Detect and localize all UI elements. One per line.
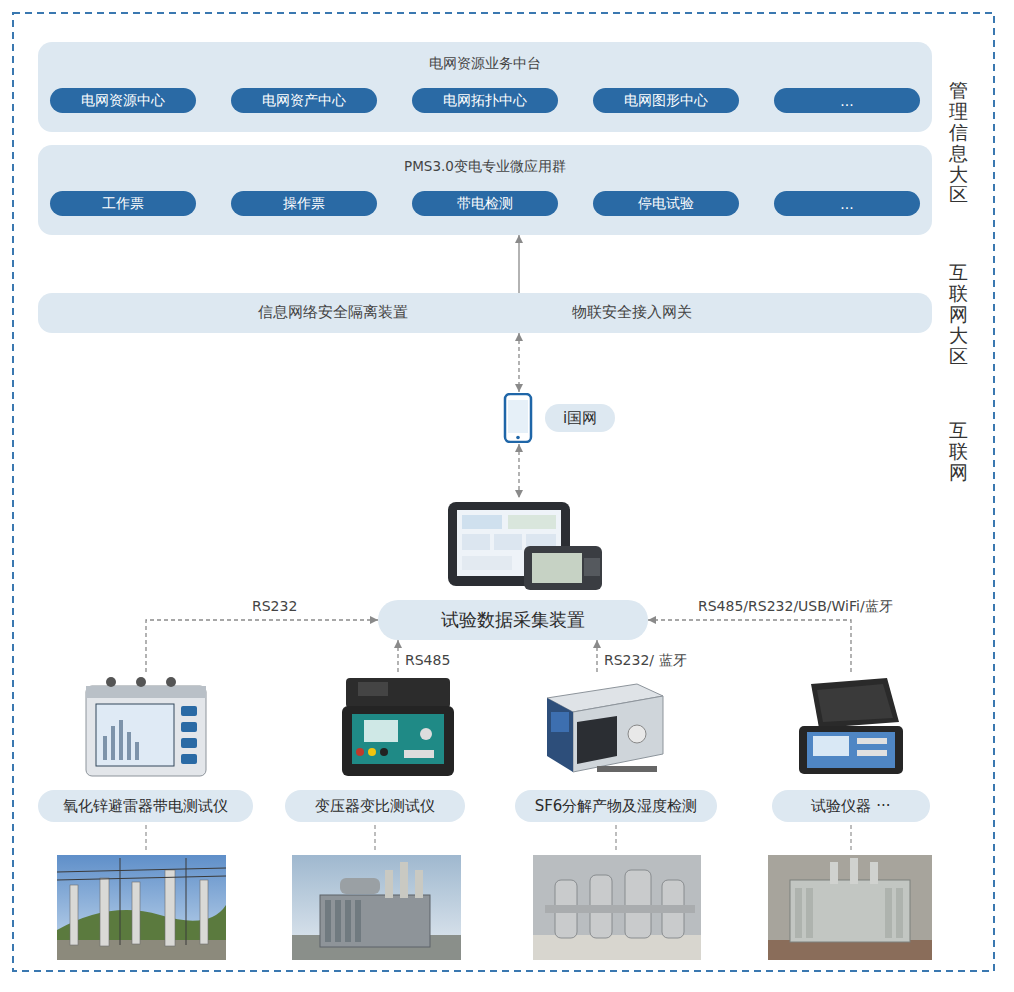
label-pill: 试验数据采集装置 [378,600,648,640]
node-label: 物联安全接入网关 [572,303,692,322]
zone-label: 互联网大区 [949,262,968,366]
label-pill: 氧化锌避雷器带电测试仪 [38,790,253,822]
label-pill: SF6分解产物及湿度检测 [515,790,717,822]
app-pill: 电网图形中心 [593,88,739,113]
node-label: 试验数据采集装置 [441,608,585,632]
node-label: 电网资源中心 [81,92,165,110]
node-label: i国网 [563,409,597,428]
connector [596,640,597,672]
node-label: ... [840,196,853,212]
edge-label: RS485 [405,652,450,668]
device-node: 试验数据采集装置 [378,498,648,640]
connector [518,235,519,293]
device-node: 氧化锌避雷器带电测试仪 [38,672,253,822]
app-pill: 电网资源中心 [50,88,196,113]
app-pill: ... [774,191,920,216]
app-pill: 电网拓扑中心 [412,88,558,113]
app-pill: 带电检测 [412,191,558,216]
label-pill: 试验仪器 ··· [772,790,930,822]
node-label: 变压器变比测试仪 [315,797,435,816]
indoor-transformer-photo [768,855,932,960]
outer-border [13,13,994,971]
edge-label: RS485/RS232/USB/WiFi/蓝牙 [698,598,893,616]
node-label: 信息网络安全隔离装置 [258,303,408,322]
tablet-device [448,502,608,594]
device-node: 试验仪器 ··· [772,672,930,822]
app-pill: 工作票 [50,191,196,216]
node-label: 工作票 [102,195,144,213]
edge-label: RS232 [252,598,297,614]
arrester-tester [81,676,211,780]
node-label: 氧化锌避雷器带电测试仪 [63,797,228,816]
device-node: SF6分解产物及湿度检测 [515,672,717,822]
node-label: 试验仪器 ··· [811,797,890,816]
node-label: 停电试验 [638,195,694,213]
gis-photo [533,855,701,960]
node-label: 电网拓扑中心 [443,92,527,110]
sf6-analyzer [537,676,667,780]
node-label: PMS3.0变电专业微应用群 [38,158,932,176]
node-label: 操作票 [283,195,325,213]
label-pill: 变压器变比测试仪 [285,790,465,822]
node-label: ... [840,93,853,109]
ratio-tester [338,676,458,780]
node-label: 电网资源业务中台 [38,55,932,73]
connector [146,620,378,672]
node-label: 电网图形中心 [624,92,708,110]
transformer-photo [292,855,461,960]
zone-label: 互联网 [949,420,968,483]
app-pill: 停电试验 [593,191,739,216]
test-instrument [791,676,911,780]
device-node: i国网 [500,392,618,444]
platform-band: 信息网络安全隔离装置 物联安全接入网关 [38,293,932,333]
node-label: SF6分解产物及湿度检测 [535,797,698,816]
app-pill: 电网资产中心 [231,88,377,113]
connector [518,444,519,498]
device-node: 变压器变比测试仪 [285,672,465,822]
platform-band: 电网资源业务中台电网资源中心 电网资产中心 电网拓扑中心 电网图形中心... [38,42,932,132]
app-pill: 操作票 [231,191,377,216]
arrester-photo [57,855,226,960]
node-label: 带电检测 [457,195,513,213]
connector [518,333,519,392]
phone-icon [503,393,533,443]
app-pill: ... [774,88,920,113]
connector [397,640,398,672]
zone-label: 管理信息大区 [949,80,968,205]
label-pill: i国网 [545,404,615,432]
node-label: 电网资产中心 [262,92,346,110]
leader-lines [146,825,851,852]
platform-band: PMS3.0变电专业微应用群工作票 操作票 带电检测 停电试验... [38,145,932,235]
edge-label: RS232/ 蓝牙 [604,652,687,670]
